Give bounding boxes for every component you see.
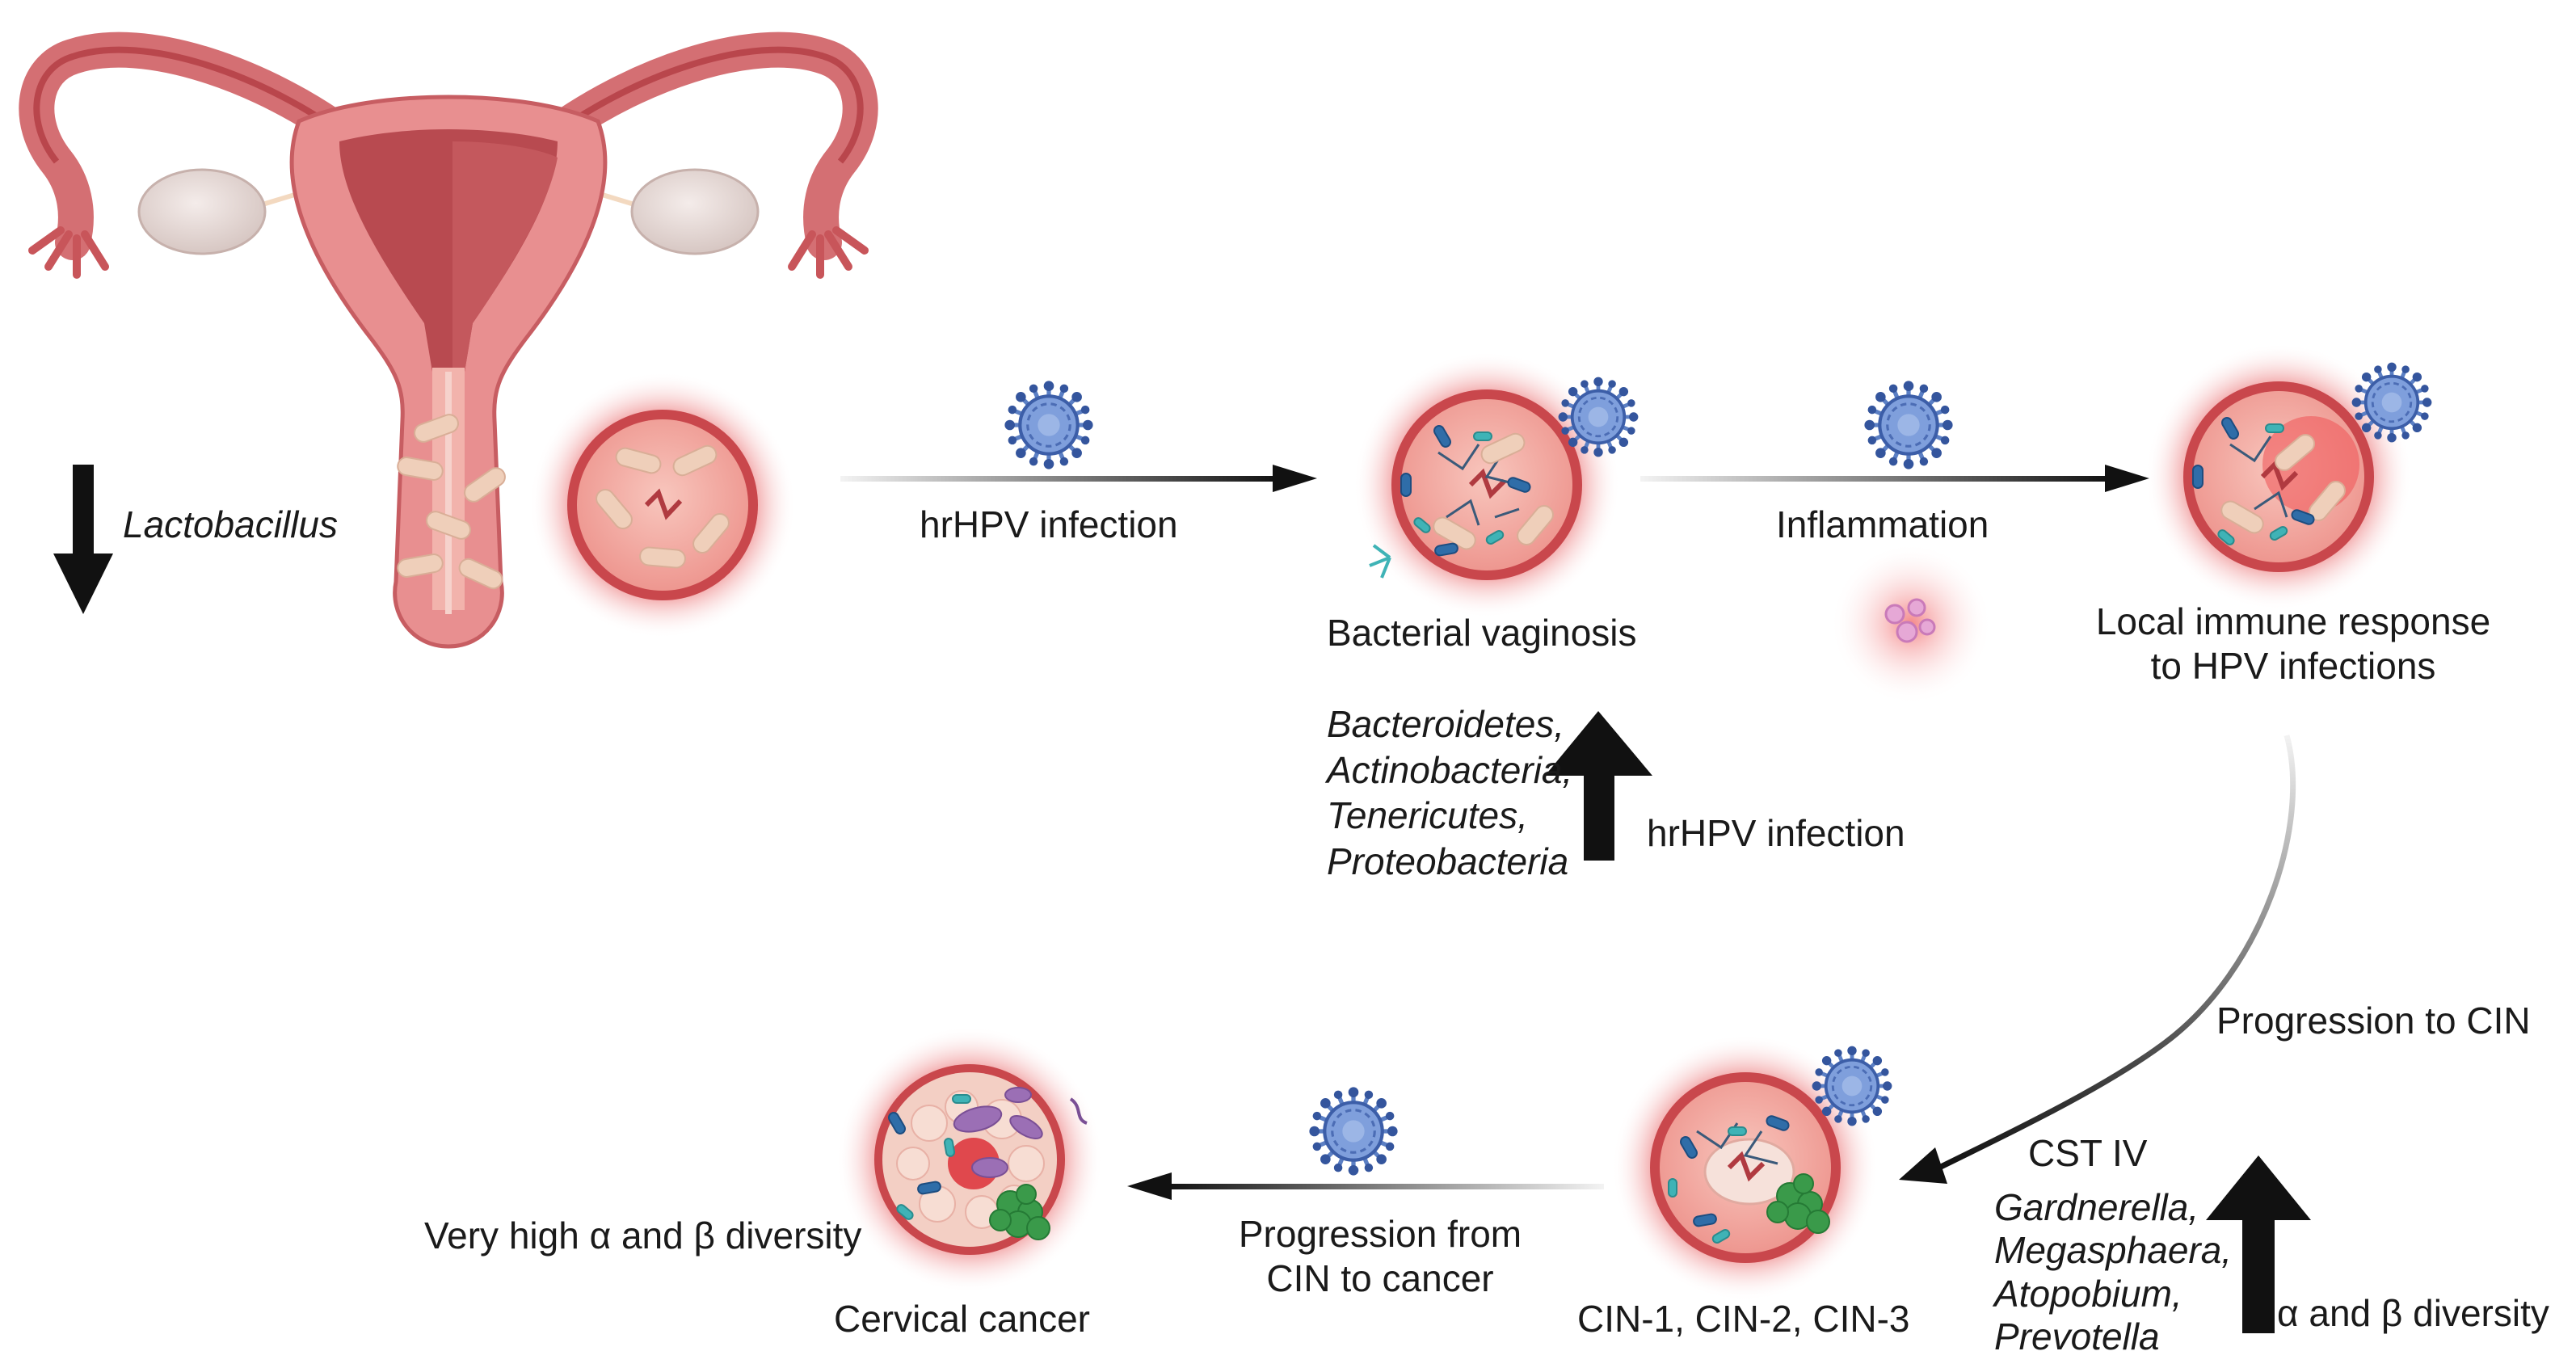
cin-cervix: [1612, 1034, 1879, 1301]
bv-taxon: Actinobacteria,: [1327, 748, 1573, 791]
local-immune-line-1: Local immune response: [2095, 600, 2491, 642]
lactobacillus-down-arrow: [53, 465, 113, 614]
arrow-progression-to-cin: [1899, 735, 2296, 1184]
cst-taxon: Gardnerella,: [1994, 1186, 2199, 1228]
arrow-hrhpv-infection: [840, 465, 1317, 492]
bv-taxon: Proteobacteria: [1327, 840, 1569, 882]
arrow-progression-to-cancer: [1127, 1172, 1604, 1200]
bv-taxon: Tenericutes,: [1327, 794, 1528, 837]
hrhpv-up-arrow: [1545, 711, 1652, 861]
bacterial-vaginosis-label: Bacterial vaginosis: [1327, 612, 1637, 654]
progression-cancer-line-1: Progression from: [1238, 1213, 1522, 1255]
local-immune-response-label: Local immune response to HPV infections: [2059, 600, 2528, 688]
bacterial-vaginosis-cervix: [1353, 351, 1620, 618]
immune-response-cervix: [2145, 343, 2412, 610]
hrhpv-infection-up-label: hrHPV infection: [1647, 812, 1905, 854]
inflammation-cells: [1830, 543, 1992, 705]
diversity-up-arrow: [2206, 1155, 2311, 1333]
cin-stages-label: CIN-1, CIN-2, CIN-3: [1577, 1298, 1910, 1340]
virus-icon: [1559, 377, 1639, 457]
cst-taxon: Atopobium,: [1994, 1272, 2182, 1315]
cst-taxon: Megasphaera,: [1994, 1229, 2233, 1272]
very-high-diversity-label: Very high α and β diversity: [424, 1214, 862, 1256]
cst-taxon: Prevotella: [1994, 1315, 2160, 1358]
cervical-cancer-cervix: [836, 1026, 1103, 1293]
arrow-inflammation: [1640, 465, 2149, 492]
left-ovary: [137, 168, 267, 255]
right-ovary: [630, 168, 760, 255]
hrhpv-infection-label: hrHPV infection: [920, 503, 1178, 545]
bv-taxon: Bacteroidetes,: [1327, 703, 1565, 745]
healthy-cervix: [529, 372, 796, 638]
uterus-illustration: [19, 32, 878, 649]
cst-taxa-list: Gardnerella, Megasphaera, Atopobium, Pre…: [1994, 1186, 2232, 1358]
virus-icon: [1004, 381, 1092, 469]
local-immune-line-2: to HPV infections: [2150, 645, 2436, 688]
virus-icon: [1864, 381, 1952, 469]
progression-to-cancer-label: Progression from CIN to cancer: [1170, 1212, 1590, 1301]
virus-icon: [2352, 363, 2432, 443]
inflammation-label: Inflammation: [1776, 503, 1989, 545]
cst-iv-label: CST IV: [2028, 1132, 2148, 1174]
alpha-beta-diversity-label: α and β diversity: [2277, 1292, 2549, 1334]
lactobacillus-label: Lactobacillus: [123, 503, 338, 545]
bv-taxa-list: Bacteroidetes, Actinobacteria, Tenericut…: [1327, 701, 1572, 884]
cervical-cancer-label: Cervical cancer: [834, 1298, 1090, 1340]
progression-cancer-line-2: CIN to cancer: [1266, 1257, 1494, 1300]
virus-icon: [1309, 1087, 1397, 1175]
progression-to-cin-label: Progression to CIN: [2216, 1000, 2531, 1042]
virus-icon: [1812, 1046, 1892, 1126]
